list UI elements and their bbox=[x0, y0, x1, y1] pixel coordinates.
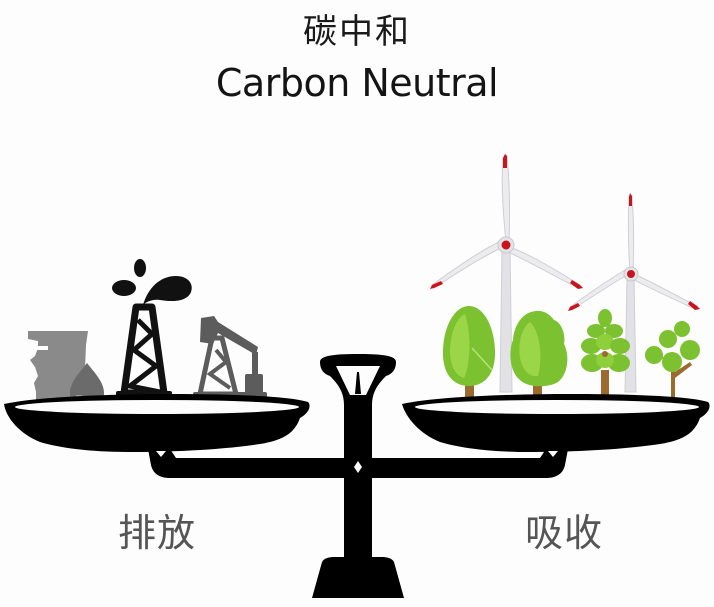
absorption-label: 吸收 bbox=[525, 511, 604, 555]
branch-tree-icon bbox=[645, 321, 700, 402]
wind-turbine-icon bbox=[430, 154, 583, 393]
pumpjack-icon bbox=[193, 316, 267, 406]
bushy-tree-icon bbox=[510, 310, 568, 409]
balance-scale bbox=[4, 354, 710, 598]
round-tree-icon bbox=[442, 306, 496, 409]
pine-tree-icon bbox=[581, 309, 630, 408]
oil-derrick-gusher-icon bbox=[112, 259, 192, 406]
title-english: Carbon Neutral bbox=[215, 61, 499, 105]
emission-label: 排放 bbox=[118, 511, 197, 555]
title-chinese: 碳中和 bbox=[303, 12, 411, 52]
